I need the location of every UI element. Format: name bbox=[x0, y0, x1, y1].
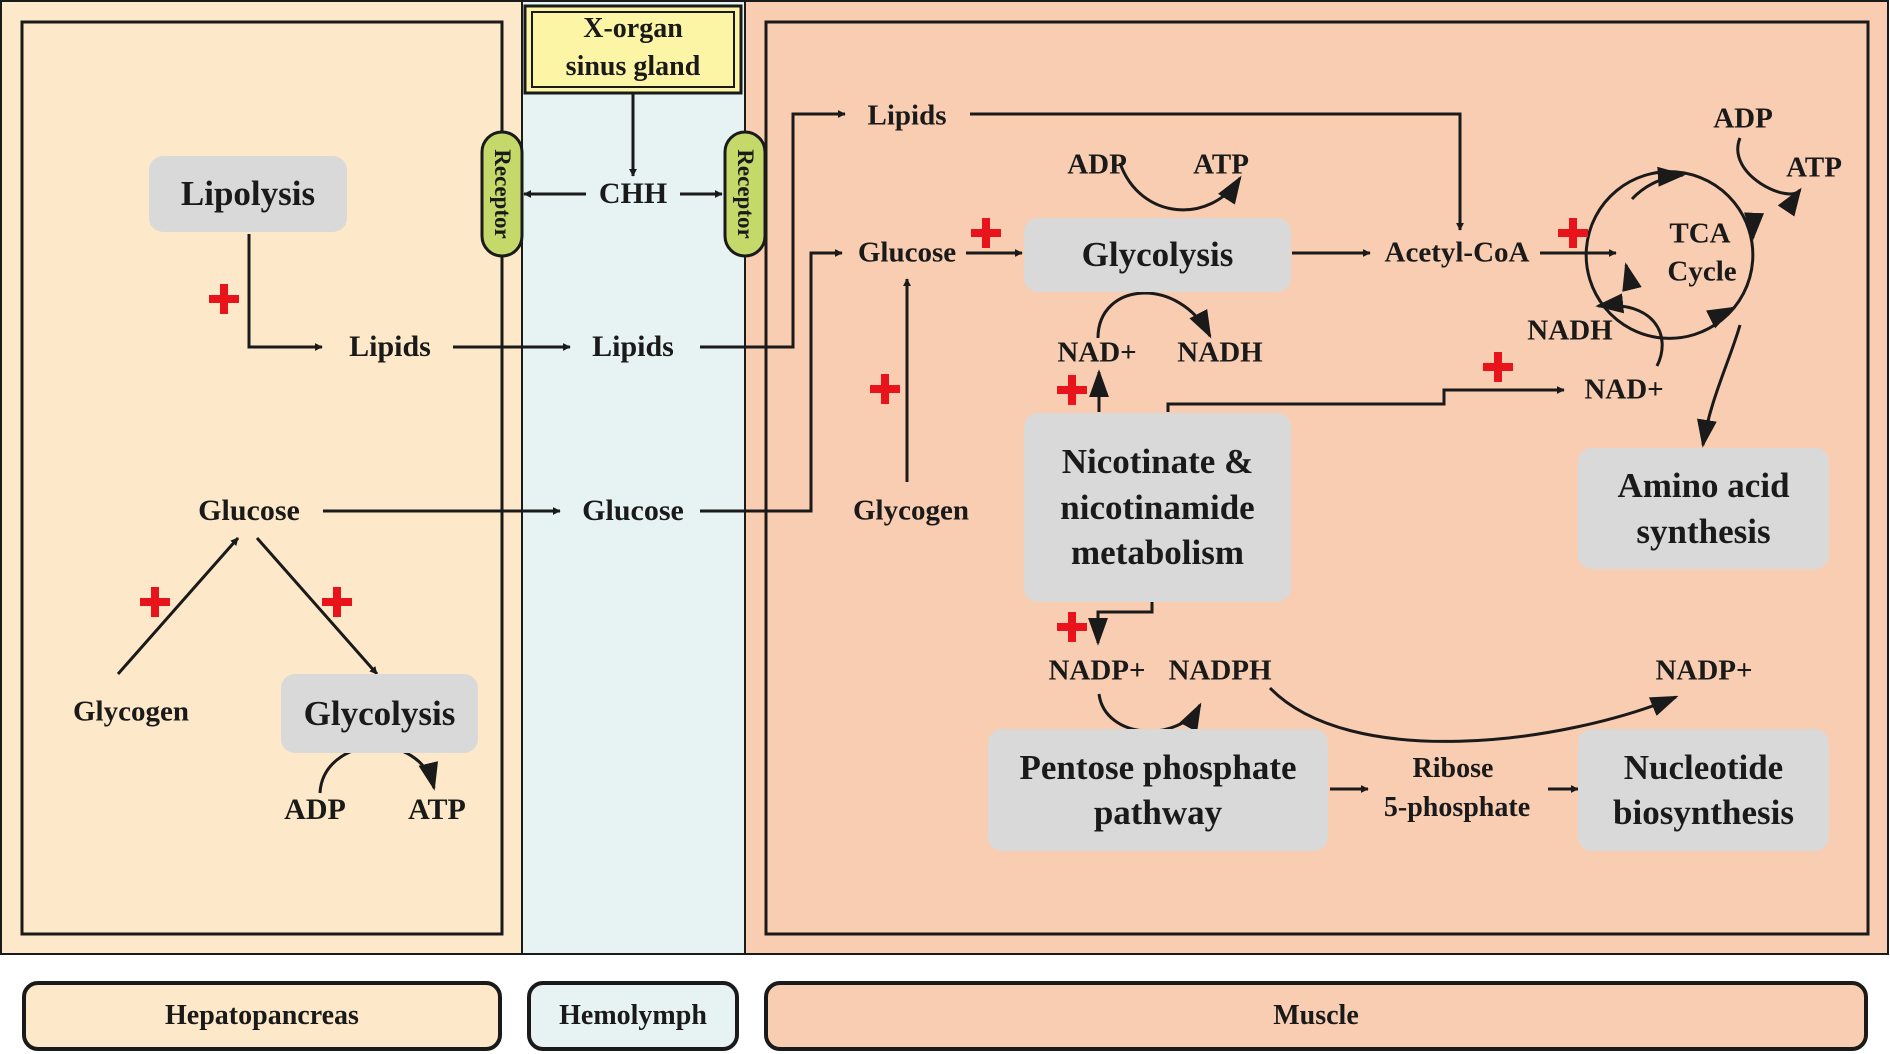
nucleotide-label-line2: biosynthesis bbox=[1613, 793, 1794, 832]
glycolysis-adp-atp-arc bbox=[1118, 162, 1242, 212]
muscle-glycogen-label: Glycogen bbox=[853, 494, 969, 527]
nadpplus-label: NADP+ bbox=[1048, 654, 1146, 687]
legend-hepatopancreas-label: Hepatopancreas bbox=[165, 1000, 359, 1031]
glycolysis-adp-label: ADP bbox=[1067, 148, 1127, 181]
receptor-left-shape bbox=[480, 130, 524, 258]
nicotinate-label-line2: nicotinamide bbox=[1060, 487, 1255, 527]
tca-atp-label: ATP bbox=[1786, 151, 1842, 184]
hepato-glucose-label: Glucose bbox=[198, 494, 300, 527]
tca-nadplus-label: NAD+ bbox=[1584, 373, 1664, 406]
stimulation-plus-glycogen bbox=[140, 587, 170, 617]
legend-hemolymph: Hemolymph bbox=[527, 981, 739, 1051]
acetyl-coa-label: Acetyl-CoA bbox=[1384, 236, 1530, 269]
ppp-label-line2: pathway bbox=[1093, 793, 1223, 832]
hepato-glycogen-label: Glycogen bbox=[73, 695, 189, 728]
hemo-glucose-label: Glucose bbox=[582, 494, 684, 527]
legend-hepatopancreas: Hepatopancreas bbox=[22, 981, 502, 1051]
stimulation-plus-muscle-glycolysis bbox=[971, 218, 1001, 248]
stimulation-plus-glycogen-muscle bbox=[870, 374, 900, 404]
hemo-lipids-label: Lipids bbox=[592, 330, 674, 363]
receptor-right-label: Receptor bbox=[733, 149, 758, 239]
gland-label-line2: sinus gland bbox=[565, 51, 701, 82]
tca-label-line2: Cycle bbox=[1667, 255, 1737, 288]
stimulation-plus-nadplus bbox=[1057, 375, 1087, 405]
nicotinate-to-tca-nadplus-arrow bbox=[1166, 386, 1565, 412]
muscle-lipids-label: Lipids bbox=[867, 99, 947, 132]
legend-hemolymph-label: Hemolymph bbox=[559, 1000, 707, 1031]
legend-muscle: Muscle bbox=[764, 981, 1868, 1051]
nadph-label: NADPH bbox=[1168, 654, 1272, 687]
nicotinate-metabolism-box: Nicotinate & nicotinamide metabolism bbox=[1024, 413, 1291, 602]
lipolysis-box: Lipolysis bbox=[149, 156, 347, 232]
stimulation-plus-nadpplus bbox=[1057, 612, 1087, 642]
amino-label-line2: synthesis bbox=[1636, 511, 1771, 551]
ribose-label-line1: Ribose bbox=[1412, 753, 1494, 784]
hemo-lipids-to-muscle-lipids-arrow bbox=[700, 110, 846, 349]
arrows bbox=[116, 93, 1802, 794]
tca-adp-atp-arc bbox=[1736, 137, 1802, 217]
nucleotide-label-line1: Nucleotide bbox=[1623, 747, 1784, 787]
pentose-phosphate-pathway-box: Pentose phosphate pathway bbox=[988, 729, 1328, 851]
gland-label-line1: X-organ bbox=[583, 13, 683, 44]
lipolysis-to-lipids-arrow bbox=[247, 234, 323, 351]
x-organ-gland-box bbox=[523, 4, 743, 95]
nadph-to-right-nadpplus-arc bbox=[1268, 686, 1679, 743]
stimulation-plus-tca-nadplus bbox=[1483, 352, 1513, 382]
amino-label-line1: Amino acid bbox=[1617, 466, 1790, 505]
receptor-right-shape bbox=[723, 130, 767, 258]
hepato-glycolysis-label: Glycolysis bbox=[303, 693, 456, 733]
chh-label: CHH bbox=[598, 177, 668, 210]
muscle-glucose-label: Glucose bbox=[857, 236, 957, 269]
hemo-glucose-to-muscle-glucose-arrow bbox=[700, 249, 843, 513]
nicotinate-label-line3: metabolism bbox=[1070, 533, 1245, 573]
tca-adp-label: ADP bbox=[1713, 102, 1773, 135]
lipids-to-acetylcoa-arrow bbox=[970, 112, 1464, 231]
nad-nadh-arc bbox=[1096, 291, 1212, 339]
receptor-left-label: Receptor bbox=[490, 149, 515, 239]
hepato-adp-label: ADP bbox=[284, 793, 346, 826]
ribose-label-line2: 5-phosphate bbox=[1383, 792, 1531, 823]
nicotinate-label-line1: Nicotinate & bbox=[1061, 442, 1254, 482]
stimulation-plus-tca bbox=[1558, 218, 1588, 248]
lipolysis-label: Lipolysis bbox=[180, 174, 316, 214]
nucleotide-biosynthesis-box: Nucleotide biosynthesis bbox=[1578, 729, 1829, 851]
tca-ring-arrow-left bbox=[1622, 262, 1642, 292]
amino-acid-synthesis-box: Amino acid synthesis bbox=[1578, 448, 1829, 569]
stimulation-plus-lipolysis bbox=[209, 284, 239, 314]
tca-ring-arrow-bottom bbox=[1706, 306, 1736, 329]
x-organ-gland-inner bbox=[531, 11, 735, 88]
ppp-label-line1: Pentose phosphate bbox=[1019, 747, 1297, 787]
tca-label-line1: TCA bbox=[1669, 217, 1731, 250]
stimulation-plus-hepato-glycolysis bbox=[322, 587, 352, 617]
glycolysis-atp-label: ATP bbox=[1193, 148, 1249, 181]
muscle-glycolysis-label: Glycolysis bbox=[1081, 235, 1234, 275]
tca-ring-arrow-top bbox=[1630, 166, 1686, 201]
glucose-to-glycolysis-arrow bbox=[255, 537, 379, 675]
glycogen-to-glucose-arrow bbox=[116, 537, 240, 675]
legend-muscle-label: Muscle bbox=[1273, 1000, 1359, 1031]
tca-nadh-arc bbox=[1595, 293, 1664, 367]
tca-nadh-label: NADH bbox=[1527, 314, 1613, 347]
nadplus-label: NAD+ bbox=[1057, 336, 1137, 369]
muscle-inner-frame bbox=[764, 20, 1870, 936]
nadh-label: NADH bbox=[1177, 336, 1263, 369]
hepato-atp-label: ATP bbox=[408, 793, 466, 826]
tca-to-amino-acid-arrow bbox=[1697, 324, 1742, 448]
hepatopancreas-inner-frame bbox=[20, 20, 504, 936]
hepato-glycolysis-box: Glycolysis bbox=[281, 674, 478, 753]
nadpplus-right-label: NADP+ bbox=[1655, 654, 1753, 687]
muscle-glycolysis-box: Glycolysis bbox=[1024, 218, 1291, 292]
tca-ring-arrow-right bbox=[1744, 212, 1765, 241]
nicotinate-to-nadpplus-arrow bbox=[1088, 602, 1154, 646]
hepato-lipids-label: Lipids bbox=[349, 330, 431, 363]
